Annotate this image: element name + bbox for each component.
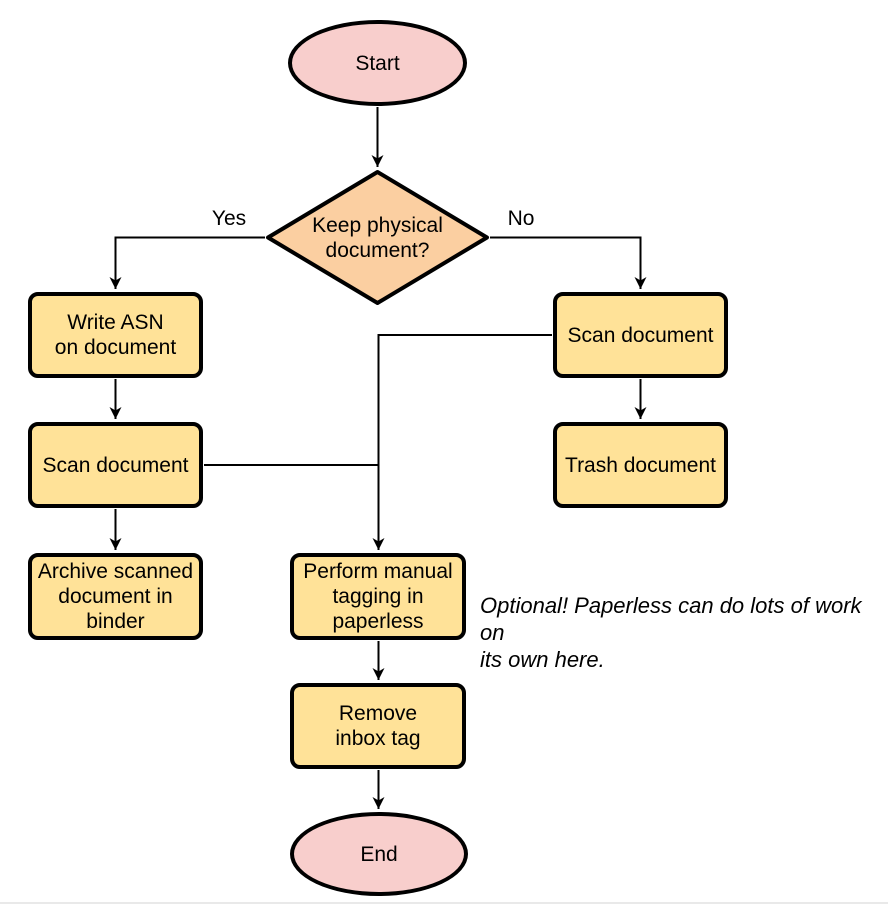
node-end: End <box>290 812 468 896</box>
node-write-asn: Write ASN on document <box>28 292 203 378</box>
node-archive-in-binder: Archive scanned document in binder <box>28 553 203 640</box>
node-decision-label: Keep physical document? <box>312 213 443 262</box>
node-decision: Keep physical document? <box>277 195 478 280</box>
node-manual-tagging-label: Perform manual tagging in paperless <box>303 560 453 633</box>
node-scan-document-left-label: Scan document <box>42 453 189 477</box>
page-bottom-divider <box>0 902 888 904</box>
node-trash-document: Trash document <box>553 422 728 508</box>
node-remove-inbox-tag: Remove inbox tag <box>290 683 466 769</box>
node-trash-document-label: Trash document <box>565 453 716 477</box>
node-write-asn-label: Write ASN on document <box>54 311 177 359</box>
node-remove-inbox-tag-label: Remove inbox tag <box>335 702 421 750</box>
node-start: Start <box>288 20 467 106</box>
edge-label-yes: Yes <box>211 207 247 230</box>
node-archive-in-binder-label: Archive scanned document in binder <box>37 560 194 633</box>
node-end-label: End <box>360 842 398 866</box>
edge-scan-right-to-tagging <box>372 334 552 550</box>
edge-decision-yes-to-write-asn <box>109 236 265 289</box>
node-start-label: Start <box>355 51 400 75</box>
edge-label-no: No <box>507 207 535 230</box>
node-manual-tagging: Perform manual tagging in paperless <box>290 553 466 640</box>
decision-diamond-shape <box>266 170 489 305</box>
optional-annotation: Optional! Paperless can do lots of work … <box>480 593 862 672</box>
edge-decision-no-to-scan-right <box>490 236 647 289</box>
node-scan-document-right-label: Scan document <box>567 323 714 347</box>
node-scan-document-right: Scan document <box>553 292 728 378</box>
node-scan-document-left: Scan document <box>28 422 203 508</box>
